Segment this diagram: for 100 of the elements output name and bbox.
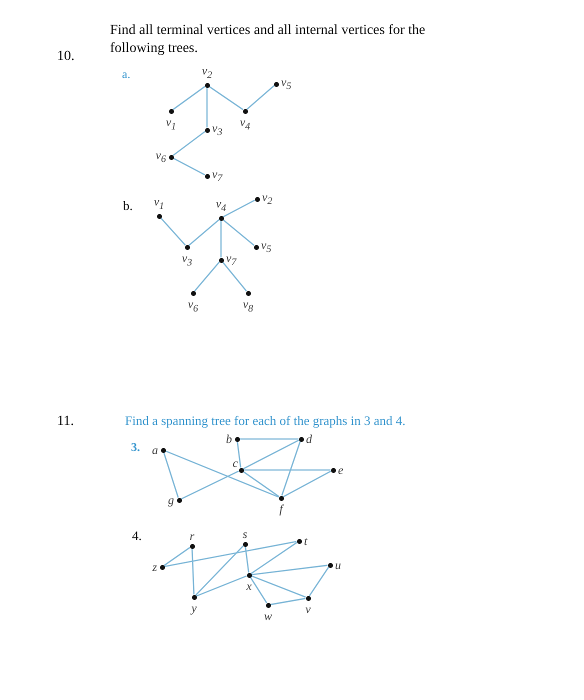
part-label: 3. — [131, 440, 140, 455]
vertex-dot — [254, 196, 260, 202]
vertex-label: u — [335, 559, 341, 571]
vertex-label: v$_{8}$ — [242, 298, 254, 314]
graph-edge — [250, 576, 268, 604]
vertex-label: x — [246, 580, 252, 592]
vertex-dot — [328, 562, 332, 568]
vertex-label: v$_{2}$ — [202, 64, 212, 81]
graph-edge — [270, 598, 306, 606]
question-number: 10. — [57, 48, 74, 66]
graph-edge — [194, 261, 220, 292]
vertex-label: v — [305, 603, 311, 615]
vertex-label: v$_{5}$ — [261, 238, 272, 256]
vertex-dot — [168, 154, 174, 160]
vertex-label: y — [191, 602, 197, 614]
graph-edge — [250, 542, 298, 574]
vertex-label: v$_{1}$ — [166, 116, 176, 132]
graph-edge — [281, 441, 301, 496]
graph-edge — [180, 470, 240, 500]
vertex-label: z — [152, 561, 157, 573]
graph-edge — [220, 220, 222, 258]
vertex-dot — [176, 498, 182, 502]
vertex-label: v$_{2}$ — [262, 190, 272, 208]
vertex-dot — [184, 244, 190, 250]
vertex-label: r — [190, 530, 194, 542]
vertex-label: v$_{3}$ — [182, 252, 192, 268]
vertex-dot — [218, 216, 224, 220]
vertex-label: v$_{6}$ — [156, 148, 166, 166]
graph-edge — [195, 545, 244, 596]
graph-edge — [172, 130, 206, 156]
graph-edge — [236, 441, 242, 468]
vertex-dot — [204, 128, 210, 132]
vertex-label: w — [264, 610, 272, 622]
vertex-dot — [190, 544, 194, 548]
graph-edge — [251, 575, 306, 598]
vertex-dot — [254, 244, 258, 250]
vertex-label: v$_{4}$ — [216, 198, 226, 214]
graph-edge — [222, 262, 247, 292]
vertex-dot — [278, 496, 284, 500]
question-text: Find all terminal vertices and all internal vertices for the following trees. — [110, 22, 426, 57]
vertex-label: v$_{7}$ — [226, 252, 236, 268]
vertex-label: c — [232, 457, 238, 469]
vertex-dot — [242, 542, 248, 546]
graph-edge — [188, 219, 220, 246]
graph-edge — [172, 158, 206, 176]
vertex-dot — [306, 596, 310, 600]
vertex-label: v$_{7}$ — [212, 168, 222, 184]
vertex-label: v$_{6}$ — [188, 298, 198, 314]
question-text: Find a spanning tree for each of the graphs in 3 and 4. — [125, 413, 406, 430]
graph-edge — [165, 450, 279, 498]
graph-edge — [308, 566, 330, 596]
graph-edge — [164, 540, 297, 568]
vertex-label: v$_{3}$ — [212, 122, 222, 138]
vertex-dot — [238, 468, 244, 472]
vertex-dot — [218, 258, 224, 262]
graph-edge — [246, 85, 275, 110]
vertex-dot — [234, 436, 240, 442]
vertex-dot — [160, 448, 166, 452]
vertex-label: t — [304, 535, 308, 547]
vertex-dot — [192, 594, 196, 600]
part-label: a. — [122, 67, 130, 82]
vertex-dot — [298, 436, 304, 442]
graph-edge — [191, 548, 195, 595]
vertex-dot — [296, 538, 302, 544]
vertex-label: b — [226, 433, 232, 445]
graph-edge — [208, 86, 244, 110]
graph-edge — [160, 217, 186, 246]
graph-edge — [172, 86, 206, 110]
vertex-label: f — [279, 503, 283, 515]
vertex-dot — [330, 468, 336, 472]
graph-edge — [206, 88, 208, 128]
graph-edge — [251, 564, 328, 576]
graph-edge — [244, 469, 330, 471]
graph-edge — [244, 546, 250, 573]
vertex-dot — [156, 214, 162, 218]
vertex-dot — [204, 82, 210, 88]
graph-edge — [163, 452, 179, 498]
vertex-label: a — [152, 444, 158, 456]
graph-edge — [242, 470, 280, 498]
vertex-dot — [246, 572, 252, 578]
graph-edge — [164, 546, 190, 566]
vertex-label: s — [242, 528, 248, 540]
vertex-dot — [246, 290, 250, 296]
vertex-dot — [168, 108, 174, 114]
vertex-dot — [204, 174, 210, 178]
graph-edge — [240, 438, 298, 440]
vertex-label: e — [338, 464, 344, 476]
part-label: 4. — [132, 528, 142, 544]
vertex-dot — [160, 564, 164, 570]
vertex-dot — [190, 290, 196, 296]
vertex-dot — [266, 602, 270, 608]
graph-edge — [242, 440, 300, 470]
vertex-label: v$_{1}$ — [154, 196, 164, 212]
vertex-label: g — [168, 494, 174, 506]
vertex-dot — [274, 82, 278, 86]
graph-edge — [196, 575, 247, 597]
graph-edge — [282, 470, 332, 498]
vertex-label: v$_{4}$ — [240, 116, 250, 132]
graph-edge — [222, 219, 254, 246]
part-label: b. — [123, 198, 133, 214]
